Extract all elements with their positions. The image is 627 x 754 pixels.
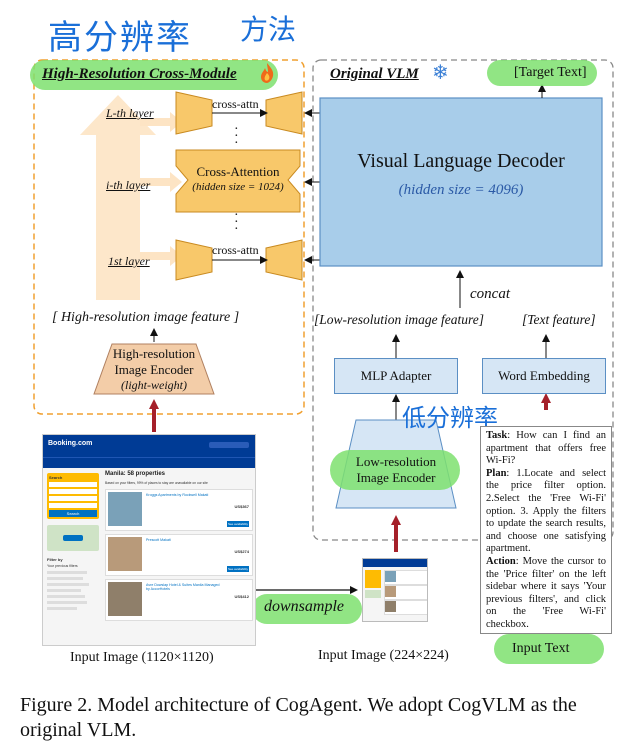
highlight-lowres-encoder xyxy=(330,450,460,490)
hires-module-border xyxy=(33,59,305,415)
lowres-encoder-line2: Image Encoder xyxy=(356,470,436,485)
word-embedding-box: Word Embedding xyxy=(482,358,606,394)
snowflake-icon: ❄ xyxy=(432,62,449,84)
mock-listing-2-price: US$274 xyxy=(234,549,249,554)
mock-search-label: Search xyxy=(49,475,63,480)
handwritten-hires-annotation: 高分辨率 xyxy=(48,19,192,57)
flame-icon xyxy=(258,62,276,87)
target-text-label: [Target Text] xyxy=(514,65,587,80)
cross-attention-title: Cross-Attention xyxy=(196,164,280,179)
concat-label: concat xyxy=(470,286,510,302)
mock-listing-2: Prescott Makati US$274 See availability xyxy=(105,534,253,576)
mock-listing-2-name: Prescott Makati xyxy=(146,538,171,542)
input-image-small-label: Input Image (224×224) xyxy=(318,648,449,663)
lth-layer-left-block xyxy=(175,91,213,135)
plan-content: : 1.Locate and select the price filter o… xyxy=(486,467,606,555)
mock-search-button: Search xyxy=(49,510,97,517)
decoder-title: Visual Language Decoder xyxy=(357,150,565,172)
lowres-feature-label: [Low-resolution image feature] xyxy=(314,312,484,327)
decoder-hidden-size: (hidden size = 4096) xyxy=(398,182,524,198)
hires-encoder-line3: (light-weight) xyxy=(121,378,187,392)
mock-listing-2-cta: See availability xyxy=(226,566,249,572)
lowres-encoder-line1: Low-resolution xyxy=(355,454,437,469)
mock-listing-1-price: US$367 xyxy=(234,504,249,509)
mock-results: Manila: 58 properties Based on your filt… xyxy=(105,471,253,621)
task-text-box: Task: How can I find an apartment that o… xyxy=(480,426,612,634)
mlp-adapter-label: MLP Adapter xyxy=(360,368,432,383)
input-screenshot-small xyxy=(362,558,428,622)
highlight-downsample xyxy=(252,594,362,624)
first-layer-label: 1st layer xyxy=(108,254,150,268)
decoder-box xyxy=(319,97,603,267)
first-layer-left-block xyxy=(175,239,213,281)
highlight-hires-title xyxy=(30,60,278,90)
vertical-ellipsis-top: ··· xyxy=(234,122,239,151)
hires-encoder-shape xyxy=(93,343,215,395)
input-text-label: Input Text xyxy=(512,641,570,656)
hires-feature-label: [ High-resolution image feature ] xyxy=(52,310,240,325)
mock-notice: Based on your filters, 99% of places to … xyxy=(105,481,208,485)
mock-listing-3-price: US$412 xyxy=(234,594,249,599)
vlm-title: Original VLM xyxy=(330,66,419,82)
mock-site-name: Booking.com xyxy=(48,440,93,447)
mock-heading: Manila: 58 properties xyxy=(105,471,166,477)
mock-listing-1-cta: See availability xyxy=(226,521,249,527)
vlm-module-border xyxy=(312,59,614,541)
action-content: : Move the cursor to the 'Price filter' … xyxy=(486,555,606,630)
mock-listing-1-name: Kroggs Apartments by Rockwell Makati xyxy=(146,493,209,497)
mock-header: Booking.com xyxy=(43,435,255,457)
mock-listing-1: Kroggs Apartments by Rockwell Makati US$… xyxy=(105,489,253,531)
lth-layer-label: L-th layer xyxy=(106,106,154,120)
text-feature-label: [Text feature] xyxy=(522,312,596,327)
figure-caption: Figure 2. Model architecture of CogAgent… xyxy=(20,694,577,741)
cross-attn-label-top: cross-attn xyxy=(212,97,259,111)
word-embedding-label: Word Embedding xyxy=(498,368,590,383)
mock-listing-3-name: Avre Dowslap Hotel & Suites Manila Manag… xyxy=(146,583,220,591)
mock-listing-3: Avre Dowslap Hotel & Suites Manila Manag… xyxy=(105,579,253,621)
handwritten-method-annotation: 方法 xyxy=(240,14,297,45)
cross-attention-block xyxy=(175,149,301,213)
cross-attention-hidden-size: (hidden size = 1024) xyxy=(192,181,284,193)
hires-module-title: High-Resolution Cross-Module xyxy=(42,66,237,82)
plan-label: Plan xyxy=(486,467,507,479)
downsample-label: downsample xyxy=(264,598,344,615)
task-label: Task xyxy=(486,430,508,441)
action-label: Action xyxy=(486,555,516,567)
feature-pathway-arrow xyxy=(80,95,156,300)
mock-previous-filters: Your previous filters xyxy=(47,564,78,568)
ith-layer-label: i-th layer xyxy=(106,178,151,192)
mlp-adapter-box: MLP Adapter xyxy=(334,358,458,394)
mock-filter-by: Filter by xyxy=(47,557,63,562)
input-screenshot-large: Booking.com Search Search Filter by Your… xyxy=(42,434,256,646)
vertical-ellipsis-bottom: ··· xyxy=(234,208,239,237)
lth-layer-right-block xyxy=(265,91,303,135)
hires-encoder-line2: Image Encoder xyxy=(114,362,194,377)
cross-attn-label-bottom: cross-attn xyxy=(212,243,259,257)
highlight-input-text xyxy=(494,634,604,664)
mock-sidebar: Search Search Filter by Your previous fi… xyxy=(47,473,99,613)
hires-encoder-line1: High-resolution xyxy=(112,346,196,361)
task-content: : How can I find an apartment that offer… xyxy=(486,430,606,467)
highlight-target-text xyxy=(487,60,597,86)
first-layer-right-block xyxy=(265,239,303,281)
mock-nav xyxy=(43,457,255,468)
input-image-large-label: Input Image (1120×1120) xyxy=(70,650,214,665)
